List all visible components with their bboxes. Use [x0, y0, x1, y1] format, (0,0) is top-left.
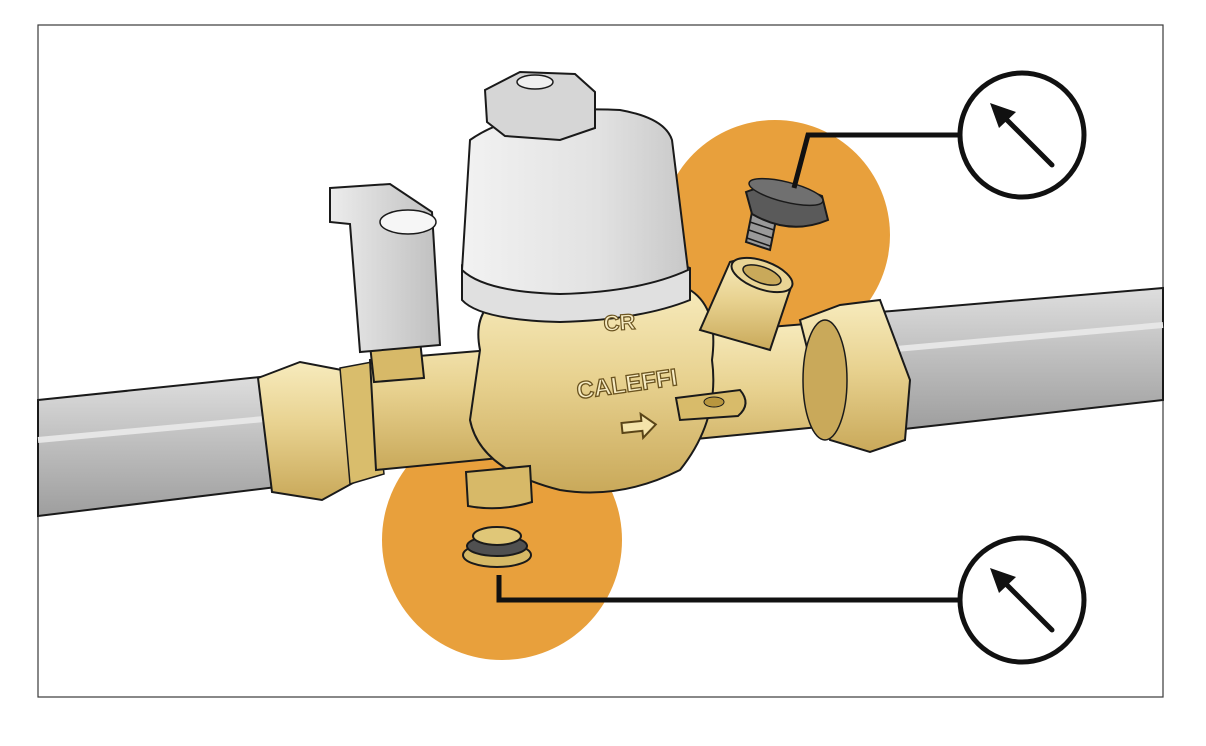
union-nut-left [256, 360, 385, 502]
leader-line-bottom [496, 575, 960, 603]
regulator-cap [460, 70, 691, 324]
pressure-gauge-icon [957, 535, 1087, 665]
logo-mark: CR [602, 308, 637, 336]
leader-line-top [791, 132, 960, 189]
arrow-right-outline-icon [620, 411, 658, 441]
union-nut-right [798, 298, 912, 454]
shutoff-handle [329, 182, 442, 384]
threaded-plug-icon [462, 526, 532, 568]
pressure-gauge-icon [957, 70, 1087, 200]
logo-text: CR [603, 309, 637, 336]
threaded-plug-icon [744, 177, 830, 252]
